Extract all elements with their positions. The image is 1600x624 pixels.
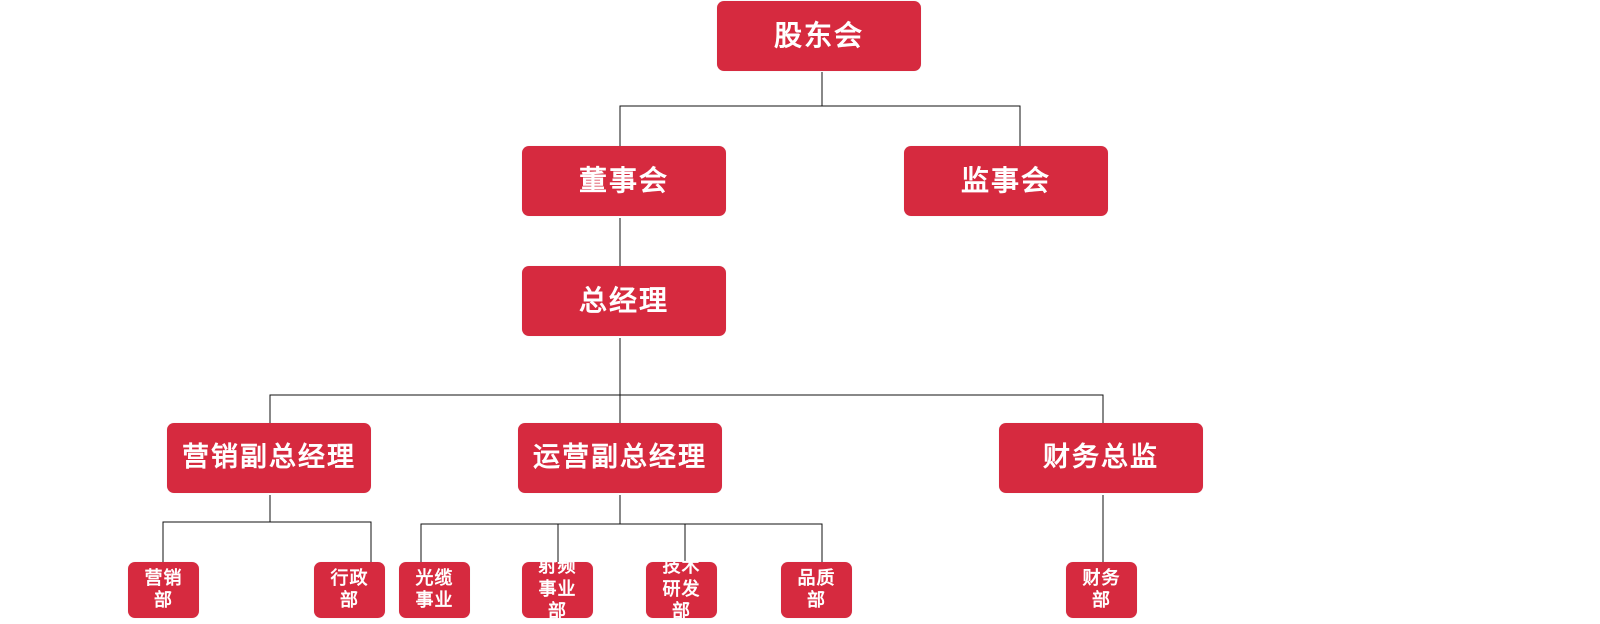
board-node: 董事会 [522,146,726,216]
board-label: 董事会 [578,164,669,198]
marketing-department-label: 营销部 [144,567,183,612]
operations-vice-general-manager-label: 运营副总经理 [533,441,707,473]
quality-department-label: 品质部 [797,567,836,612]
root-to-board-connector [619,72,823,146]
chief-financial-officer-node: 财务总监 [999,423,1203,493]
radio-frequency-business-department-node: 射频事业部 [522,556,593,622]
marketing-vice-general-manager-node: 营销副总经理 [167,423,371,493]
administration-department-label: 行政部 [330,567,369,612]
chief-financial-officer-label: 财务总监 [1043,441,1159,473]
finance-department-node: 财务部 [1066,562,1137,618]
administration-department-node: 行政部 [314,562,385,618]
optical-cable-business-node: 光缆事业 [399,562,470,618]
marketing-vice-general-manager-label: 营销副总经理 [182,441,356,473]
operations-departments-connector [420,495,823,562]
shareholders-node: 股东会 [717,1,921,71]
manager-to-executives-connector [269,338,1104,423]
supervisory-board-node: 监事会 [904,146,1108,216]
technology-rd-department-node: 技术研发部 [646,556,717,622]
optical-cable-business-label: 光缆事业 [415,567,454,612]
general-manager-label: 总经理 [578,284,669,318]
marketing-department-node: 营销部 [128,562,199,618]
shareholders-label: 股东会 [773,19,864,53]
marketing-departments-connector [162,495,372,562]
supervisory-board-label: 监事会 [960,164,1051,198]
general-manager-node: 总经理 [522,266,726,336]
quality-department-node: 品质部 [781,562,852,618]
technology-rd-department-label: 技术研发部 [662,556,701,623]
operations-vice-general-manager-node: 运营副总经理 [518,423,722,493]
root-to-supervisory-connector [822,105,1021,146]
finance-department-label: 财务部 [1082,567,1121,612]
radio-frequency-business-department-label: 射频事业部 [538,556,577,623]
